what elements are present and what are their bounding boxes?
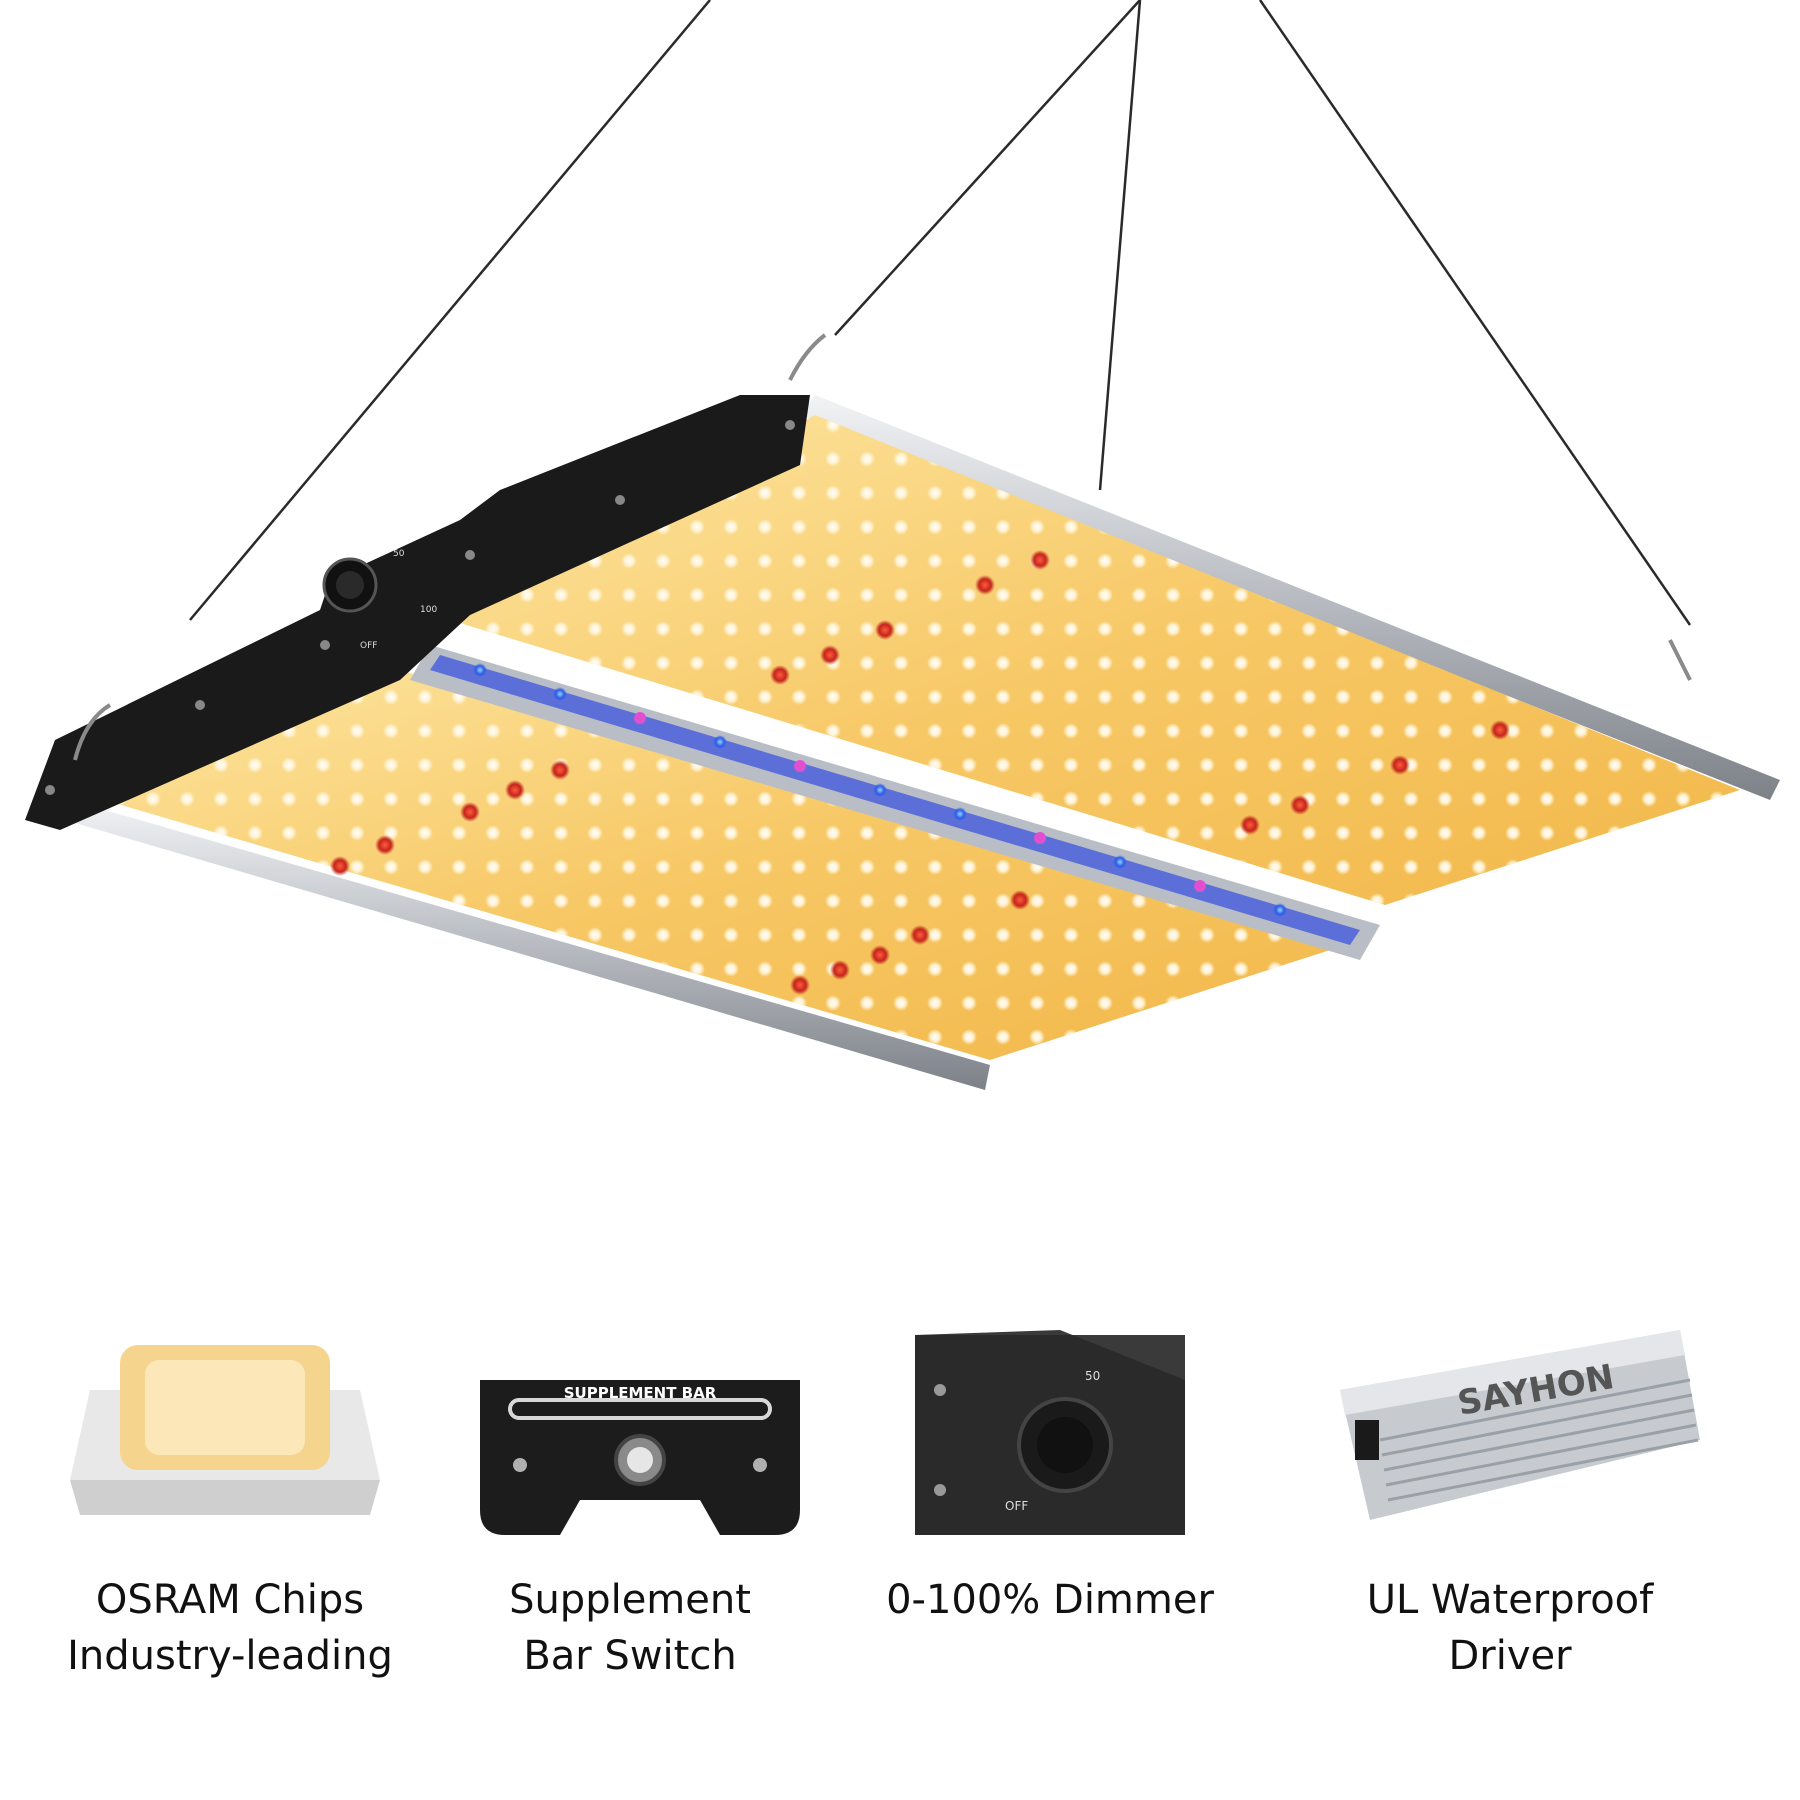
feature-title: 0-100% Dimmer <box>886 1577 1214 1623</box>
hanging-cables <box>189 0 1692 626</box>
feature-title: OSRAM Chips <box>95 1577 365 1623</box>
grow-light-panel-image: 50 100 OFF <box>25 0 1780 1090</box>
feature-title: Supplement <box>509 1577 751 1623</box>
red-leds <box>330 550 1510 995</box>
led-chip-icon <box>70 1345 380 1515</box>
dimmer-knob-icon: 50 OFF <box>915 1330 1185 1535</box>
feature-supplement-switch: SUPPLEMENT BAR Supplement Bar Switch <box>420 1300 840 1720</box>
svg-text:50: 50 <box>393 549 405 559</box>
svg-text:OFF: OFF <box>360 641 377 651</box>
supplement-leds <box>473 663 1287 917</box>
feature-title: UL Waterproof <box>1366 1577 1654 1623</box>
feature-subtitle: Driver <box>1448 1633 1572 1679</box>
driver-icon: SAYHON <box>1340 1330 1700 1520</box>
svg-text:50: 50 <box>1085 1369 1100 1383</box>
svg-text:OFF: OFF <box>1005 1499 1028 1513</box>
feature-osram-chips: OSRAM Chips Industry-leading <box>20 1300 440 1720</box>
feature-subtitle: Bar Switch <box>523 1633 737 1679</box>
feature-subtitle: Industry-leading <box>67 1633 393 1679</box>
black-frame <box>25 395 810 830</box>
svg-text:100: 100 <box>420 605 437 615</box>
feature-dimmer: 50 OFF 0-100% Dimmer <box>840 1300 1260 1720</box>
svg-text:SUPPLEMENT BAR: SUPPLEMENT BAR <box>564 1384 717 1402</box>
supplement-switch-icon: SUPPLEMENT BAR <box>480 1380 800 1535</box>
feature-driver: SAYHON UL Waterproof Driver <box>1300 1300 1720 1720</box>
dimmer-knob: 50 100 OFF <box>322 549 437 651</box>
